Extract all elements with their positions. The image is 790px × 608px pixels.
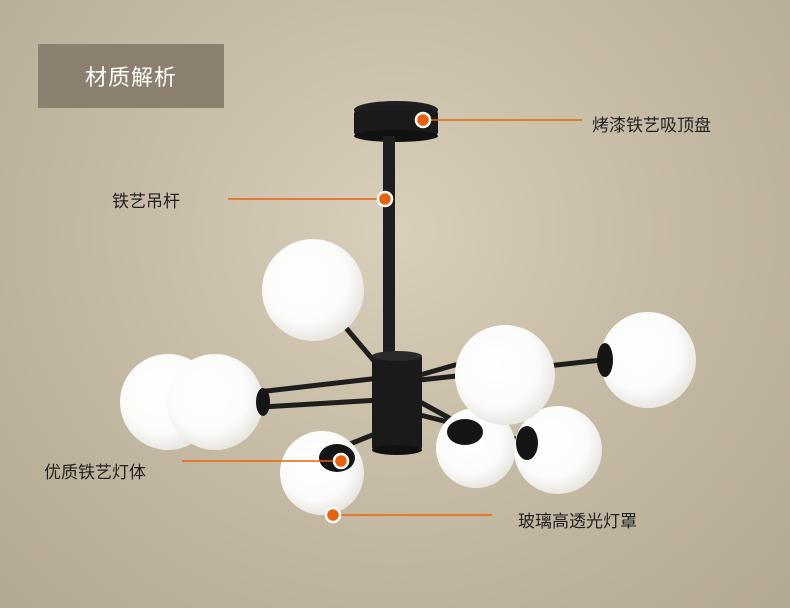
- section-title-box: 材质解析: [38, 44, 224, 108]
- glass-globe: [262, 239, 364, 341]
- glass-globe: [167, 354, 263, 450]
- canopy-bottom: [354, 130, 438, 142]
- leader-lines: [182, 119, 582, 516]
- glass-globe: [455, 325, 555, 425]
- lamp-body-top: [372, 351, 422, 361]
- callout-dots: [324, 111, 432, 524]
- glass-globe: [280, 431, 364, 515]
- section-title: 材质解析: [84, 66, 177, 91]
- down-rod: [383, 136, 395, 358]
- callout-body-label: 优质铁艺灯体: [44, 463, 146, 483]
- callout-canopy-label: 烤漆铁艺吸顶盘: [592, 116, 711, 136]
- glass-globe: [600, 312, 696, 408]
- glass-globe: [514, 406, 602, 494]
- lamp-body-bottom: [372, 445, 422, 455]
- lamp-body: [372, 355, 422, 450]
- callout-rod-label: 铁艺吊杆: [112, 192, 180, 212]
- callout-shade-label: 玻璃高透光灯罩: [518, 512, 637, 532]
